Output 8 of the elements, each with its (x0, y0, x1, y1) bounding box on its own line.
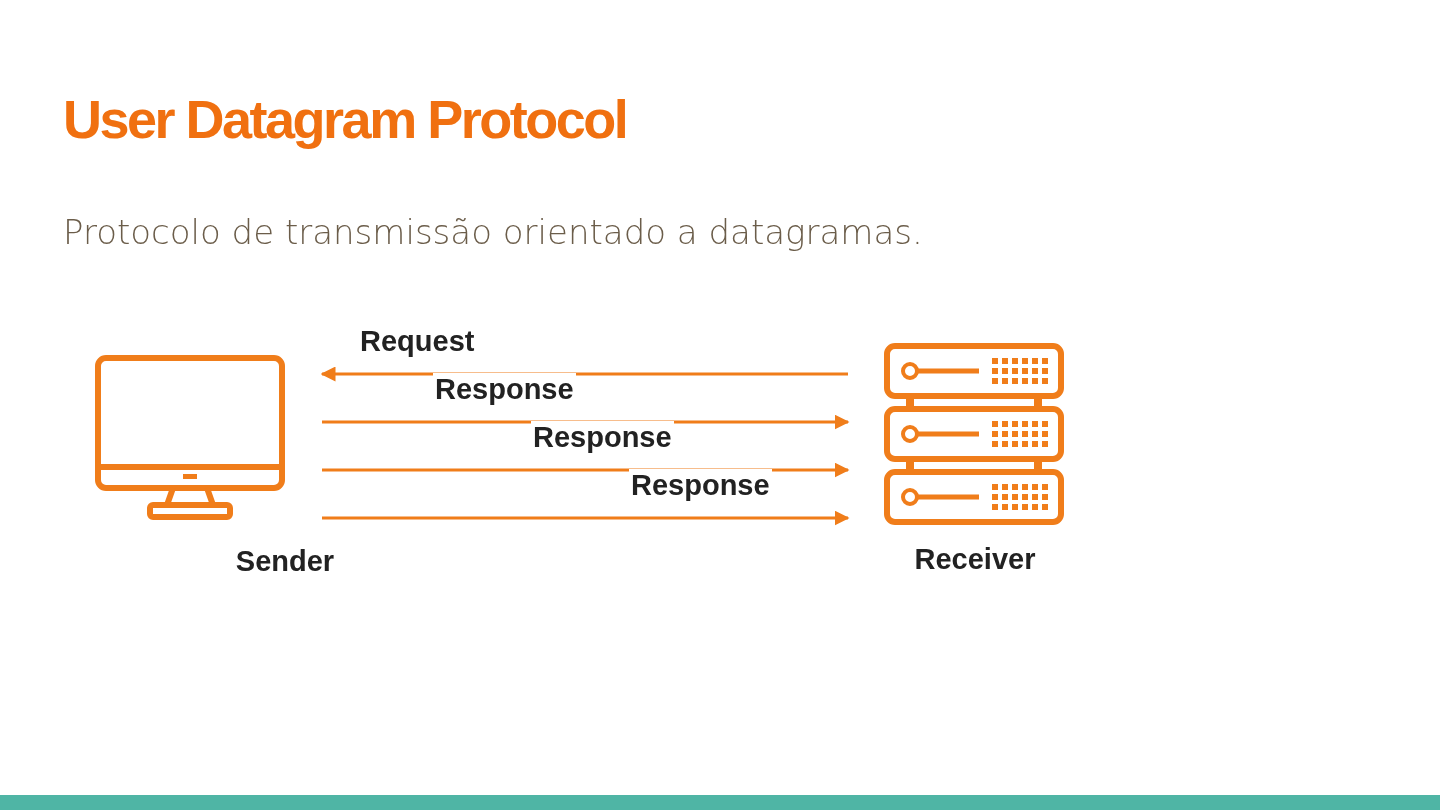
node-label: Receiver (913, 543, 1037, 576)
node-label: Sender (234, 545, 336, 578)
arrow (322, 510, 850, 526)
subtitle: Protocolo de transmissão orientado a datagramas. (63, 212, 923, 252)
edge-label: Response (433, 373, 576, 406)
edge-label: Response (531, 421, 674, 454)
slide-title: User Datagram Protocol (63, 88, 627, 150)
edge-label: Response (629, 469, 772, 502)
